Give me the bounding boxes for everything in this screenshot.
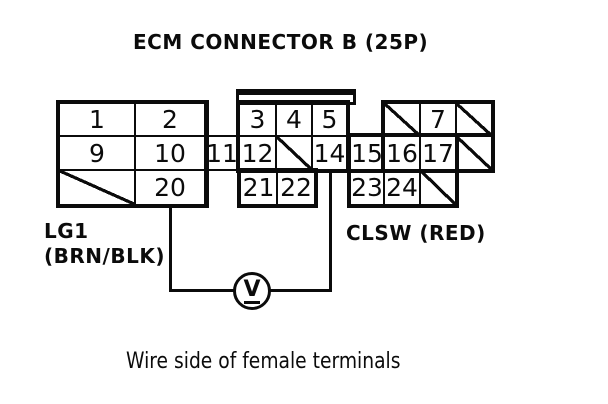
page-title: ECM CONNECTOR B (25P)	[133, 30, 429, 54]
pin-cell-16: 16	[383, 135, 421, 171]
blocked-cell-top-a	[383, 102, 421, 137]
terminal-label-lg1-name: LG1	[44, 219, 89, 243]
pin-cell-21: 21	[239, 169, 278, 206]
blocked-cell-mid-a	[275, 135, 313, 171]
wire-from-pin20-horizontal	[169, 289, 235, 292]
pin-cell-24: 24	[383, 169, 421, 206]
blocked-cell-bottom-a	[58, 169, 136, 206]
pin-cell-10: 10	[134, 135, 206, 171]
voltmeter-underline	[244, 301, 260, 304]
blocked-cell-bottom-b	[419, 169, 457, 206]
wire-from-pin20-vertical	[169, 204, 172, 292]
pin-cell-22: 22	[276, 169, 316, 206]
pin-cell-2: 2	[134, 102, 206, 137]
wire-from-pin14-vertical	[329, 171, 332, 292]
pin-cell-9: 9	[58, 135, 136, 171]
pin-cell-23: 23	[349, 169, 385, 206]
pin-cell-17: 17	[419, 135, 457, 171]
terminal-label-clsw: CLSW (RED)	[346, 221, 486, 245]
pin-cell-15: 15	[349, 135, 385, 171]
pin-cell-4: 4	[275, 102, 313, 137]
blocked-cell-top-b	[455, 102, 493, 137]
pin-cell-7: 7	[419, 102, 457, 137]
voltmeter-letter: V	[243, 277, 261, 302]
pin-cell-1: 1	[58, 102, 136, 137]
wire-from-pin14-horizontal	[269, 289, 332, 292]
terminal-label-lg1-wire-color: (BRN/BLK)	[44, 244, 165, 268]
pin-cell-14: 14	[311, 135, 348, 171]
blocked-cell-mid-b	[455, 135, 493, 171]
voltmeter-icon: V	[233, 272, 271, 310]
pin-cell-3: 3	[238, 102, 277, 137]
terminal-label-lg1: LG1 (BRN/BLK)	[44, 219, 165, 269]
pin-cell-11: 11	[204, 135, 240, 171]
caption-wire-side: Wire side of female terminals	[126, 349, 401, 374]
pin-cell-5: 5	[311, 102, 348, 137]
pin-cell-20: 20	[134, 169, 206, 206]
pin-cell-12: 12	[238, 135, 277, 171]
